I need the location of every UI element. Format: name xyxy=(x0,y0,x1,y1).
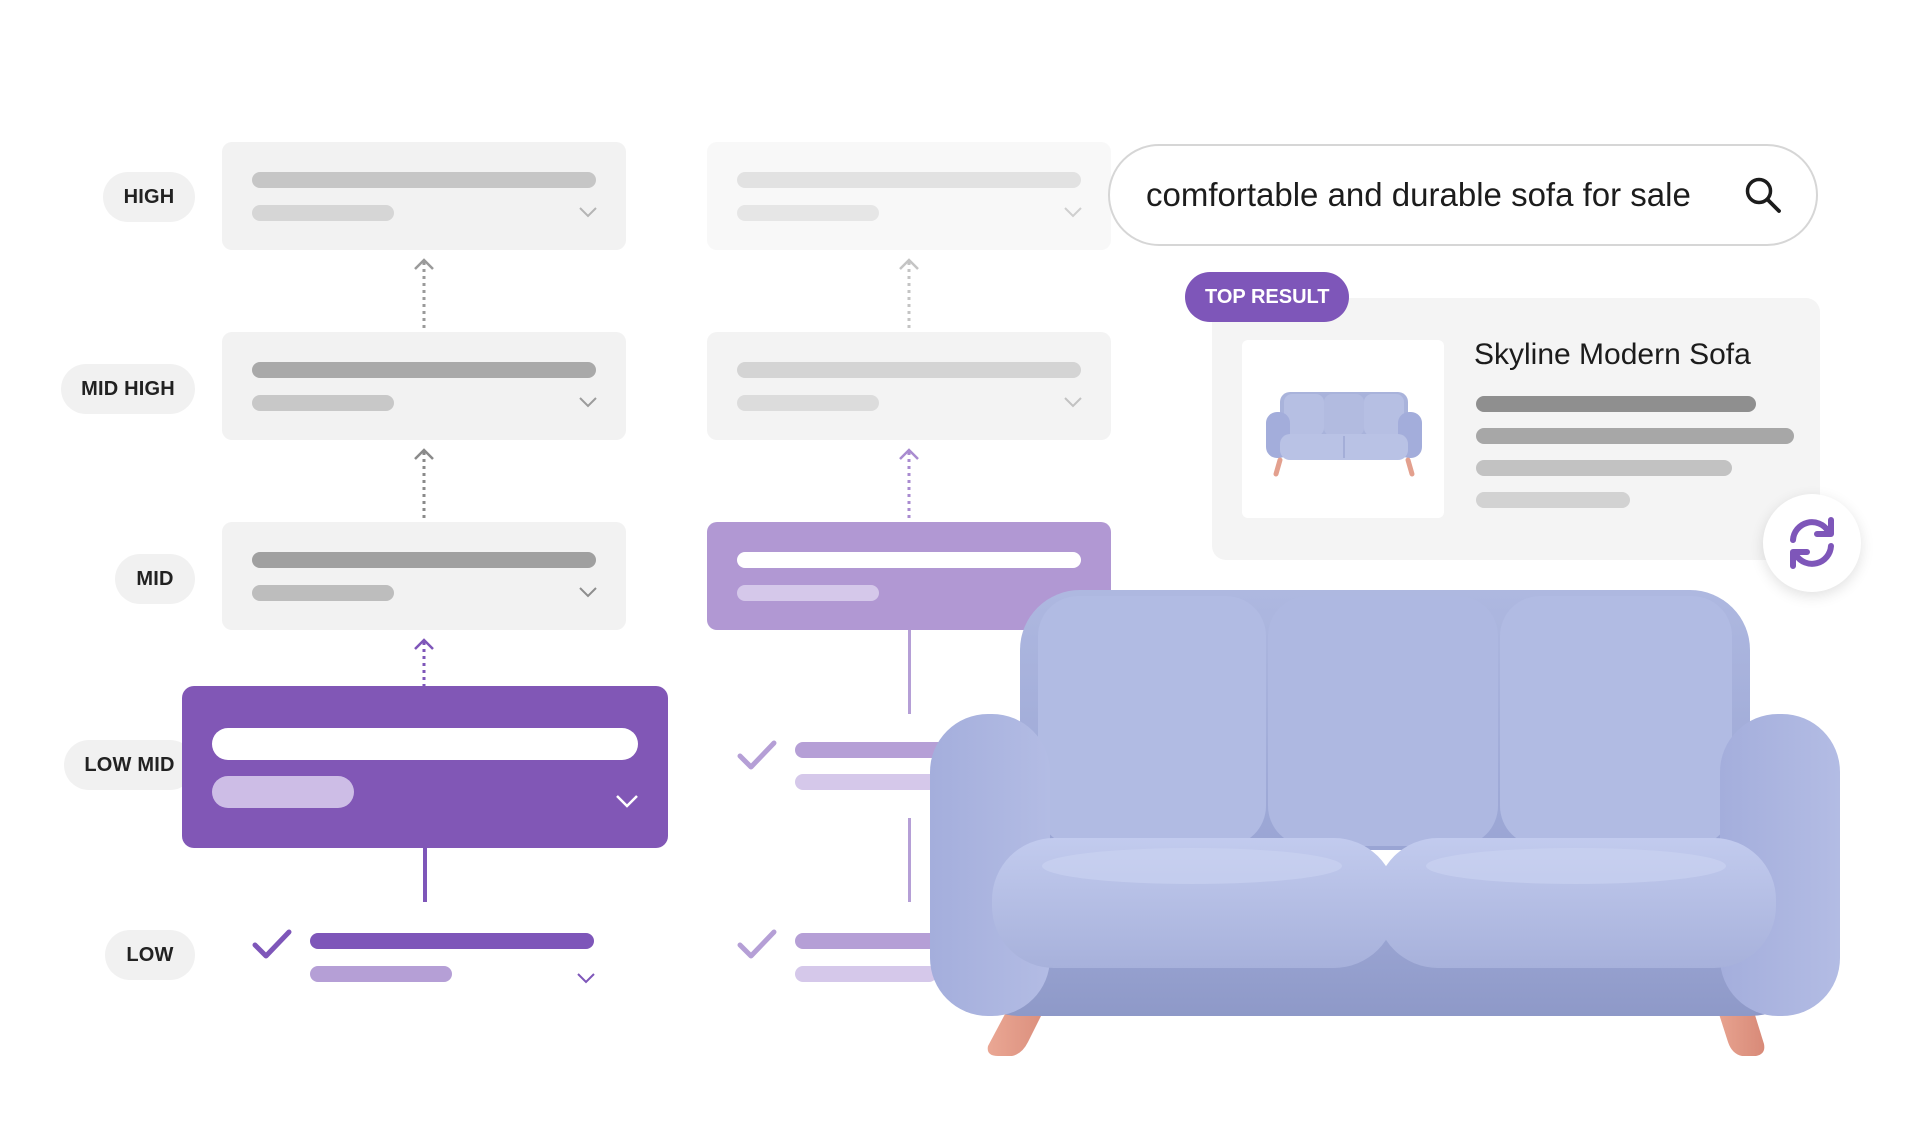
chevron-down-icon[interactable] xyxy=(578,396,598,408)
product-title[interactable]: Skyline Modern Sofa xyxy=(1474,338,1751,371)
placeholder-line xyxy=(795,966,937,982)
chevron-down-icon[interactable] xyxy=(578,586,598,598)
placeholder-line xyxy=(310,966,452,982)
level-low-mid-pill[interactable]: LOW MID xyxy=(64,740,195,790)
product-thumbnail[interactable] xyxy=(1242,340,1444,518)
column1-low-mid-card-selected[interactable] xyxy=(182,686,668,848)
placeholder-line xyxy=(252,172,596,188)
placeholder-line xyxy=(795,774,955,790)
placeholder-line xyxy=(252,552,596,568)
placeholder-line xyxy=(1476,396,1756,412)
placeholder-line xyxy=(737,395,879,411)
placeholder-line xyxy=(212,776,354,808)
placeholder-line xyxy=(252,585,394,601)
chevron-down-icon[interactable] xyxy=(578,206,598,218)
placeholder-line xyxy=(795,742,975,758)
top-result-badge: TOP RESULT xyxy=(1185,272,1350,322)
refresh-button[interactable] xyxy=(1763,494,1861,592)
level-mid-pill[interactable]: MID xyxy=(115,554,195,604)
level-mid-high-pill[interactable]: MID HIGH xyxy=(61,364,195,414)
placeholder-line xyxy=(212,728,638,760)
column2-mid-high-card[interactable] xyxy=(707,332,1111,440)
connector-line xyxy=(423,848,427,902)
placeholder-line xyxy=(737,205,879,221)
search-bar[interactable]: comfortable and durable sofa for sale xyxy=(1108,144,1818,246)
refresh-icon xyxy=(1790,517,1834,569)
level-high-pill[interactable]: HIGH xyxy=(103,172,195,222)
placeholder-line xyxy=(1476,428,1794,444)
placeholder-line xyxy=(1476,460,1732,476)
arrow-up-icon xyxy=(899,448,919,522)
placeholder-line xyxy=(252,362,596,378)
column1-mid-high-card[interactable] xyxy=(222,332,626,440)
arrow-up-icon xyxy=(414,448,434,522)
top-result-card[interactable]: Skyline Modern Sofa xyxy=(1212,298,1820,560)
sofa-thumbnail-image xyxy=(1266,392,1422,477)
chevron-down-icon[interactable] xyxy=(1063,396,1083,408)
placeholder-line xyxy=(252,395,394,411)
chevron-down-icon[interactable] xyxy=(576,972,596,984)
level-low-pill[interactable]: LOW xyxy=(105,930,195,980)
search-input[interactable]: comfortable and durable sofa for sale xyxy=(1146,176,1691,213)
connector-line xyxy=(908,630,911,714)
connector-line xyxy=(908,818,911,902)
column1-mid-card[interactable] xyxy=(222,522,626,630)
sofa-image xyxy=(930,590,1840,1056)
placeholder-line xyxy=(310,933,594,949)
placeholder-line xyxy=(737,172,1081,188)
placeholder-line xyxy=(1476,492,1630,508)
column2-high-card[interactable] xyxy=(707,142,1111,250)
placeholder-line xyxy=(737,585,879,601)
chevron-down-icon[interactable] xyxy=(615,794,639,808)
check-icon xyxy=(737,929,777,959)
column1-high-card[interactable] xyxy=(222,142,626,250)
placeholder-line xyxy=(737,362,1081,378)
search-icon[interactable] xyxy=(1744,176,1782,214)
check-icon xyxy=(737,740,777,770)
arrow-up-icon xyxy=(414,258,434,332)
arrow-up-icon xyxy=(414,638,434,686)
placeholder-line xyxy=(737,552,1081,568)
chevron-down-icon[interactable] xyxy=(1063,206,1083,218)
arrow-up-icon xyxy=(899,258,919,332)
placeholder-line xyxy=(252,205,394,221)
check-icon xyxy=(252,929,292,959)
